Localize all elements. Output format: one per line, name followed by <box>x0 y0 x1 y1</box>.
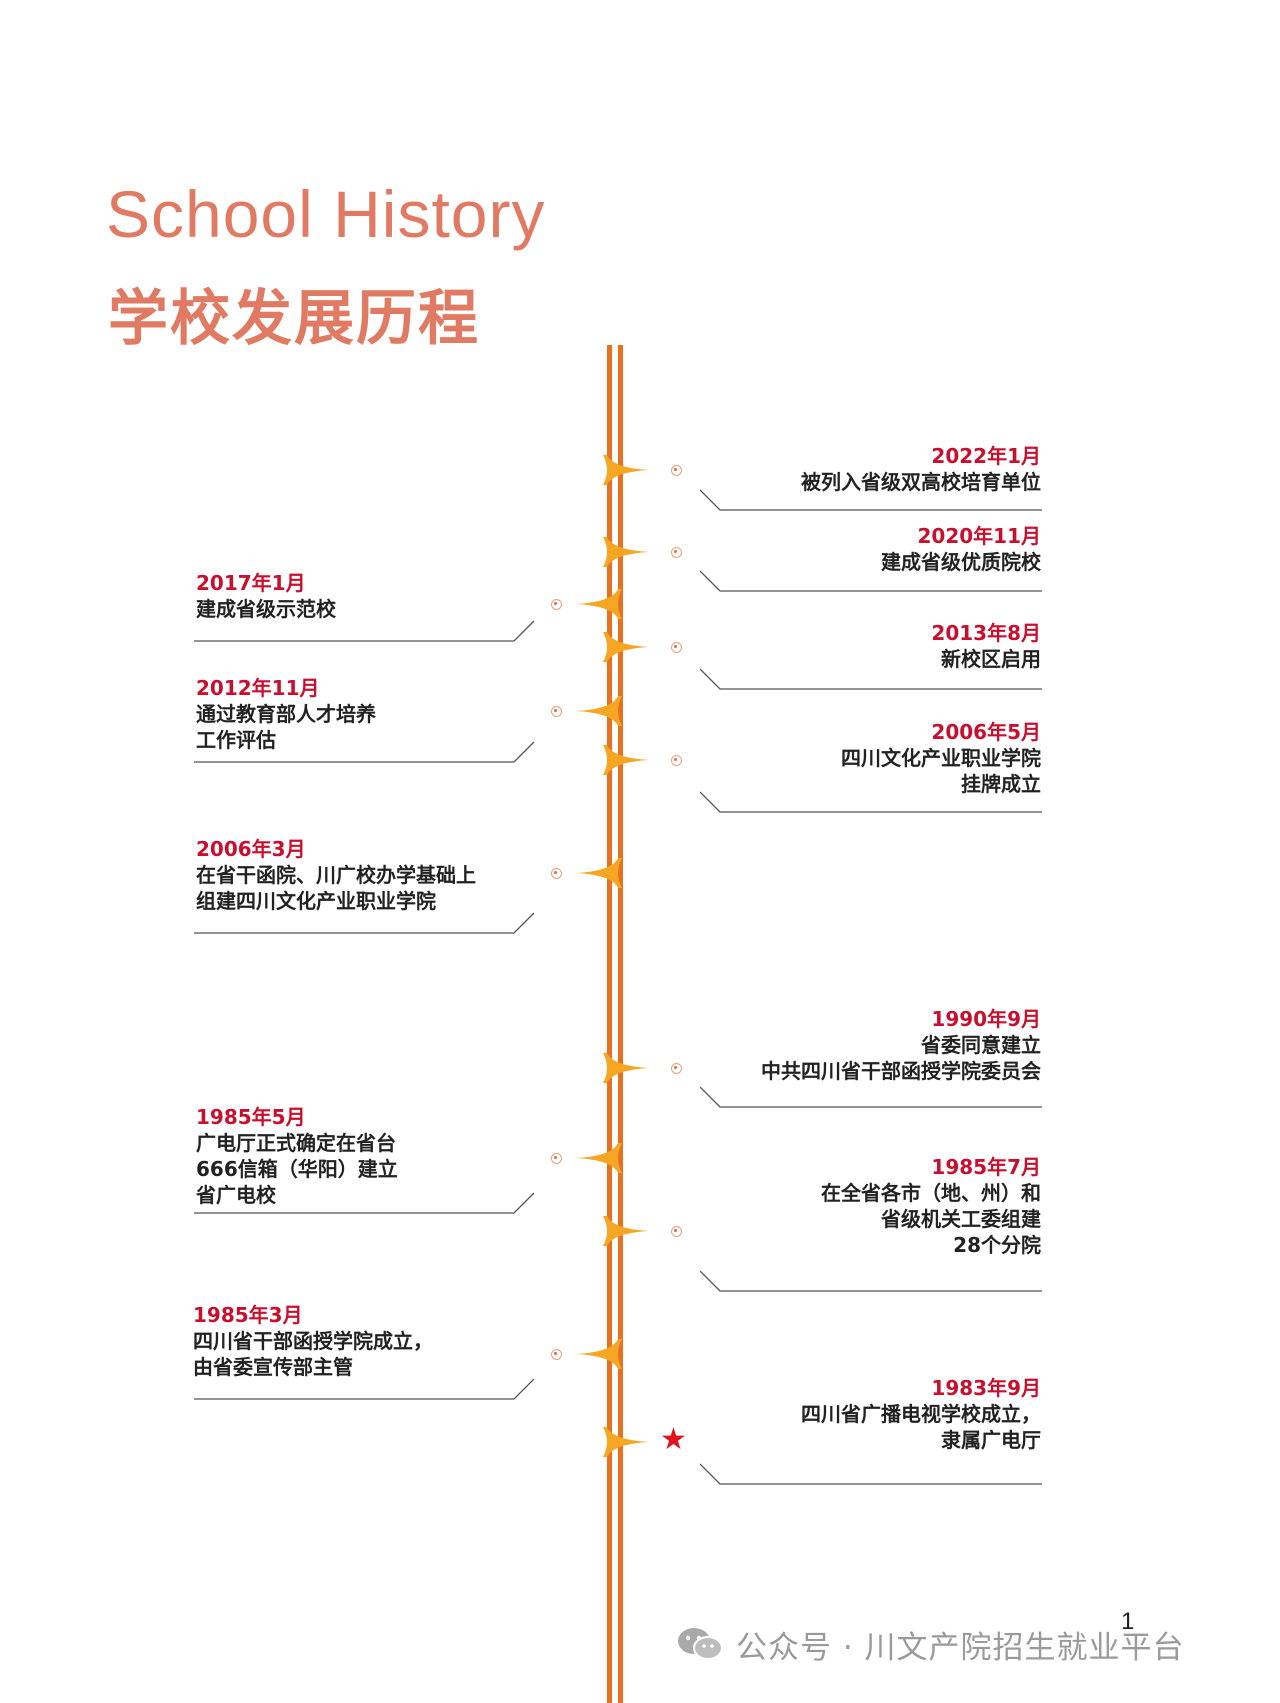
leader-line-2012-11 <box>194 740 538 764</box>
page-title-english: School History <box>106 177 546 251</box>
leader-line-2022-01 <box>700 488 1044 512</box>
footer: 公众号 · 川文产院招生就业平台 <box>676 1622 1185 1666</box>
dot-marker-2020-11 <box>670 546 682 558</box>
flag-marker-2013-08 <box>603 632 649 662</box>
event-date: 2006年5月 <box>931 720 1041 744</box>
event-description: 建成省级示范校 <box>196 597 336 621</box>
event-date: 1985年3月 <box>193 1303 303 1327</box>
dot-marker-1990-09 <box>670 1062 682 1074</box>
dot-marker-1985-03 <box>550 1348 562 1360</box>
flag-marker-1990-09 <box>603 1053 649 1083</box>
timeline-event-1985-03: 1985年3月 四川省干部函授学院成立， 由省委宣传部主管 <box>193 1302 533 1380</box>
timeline-axis-left-line <box>607 345 612 1703</box>
event-description: 四川文化产业职业学院 挂牌成立 <box>841 746 1041 796</box>
timeline-event-2006-05: 2006年5月 四川文化产业职业学院 挂牌成立 <box>700 719 1041 797</box>
timeline-event-1985-05: 1985年5月 广电厅正式确定在省台 666信箱（华阳）建立 省广电校 <box>196 1104 536 1208</box>
wechat-icon <box>678 1628 723 1660</box>
leader-line-1985-07 <box>700 1269 1044 1293</box>
timeline-event-1983-09: 1983年9月 四川省广播电视学校成立， 隶属广电厅 <box>700 1375 1041 1453</box>
event-date: 2017年1月 <box>196 571 306 595</box>
flag-marker-1985-07 <box>603 1216 649 1246</box>
footer-text: 公众号 · 川文产院招生就业平台 <box>736 1629 1185 1666</box>
event-date: 2006年3月 <box>196 837 306 861</box>
event-date: 1990年9月 <box>931 1007 1041 1031</box>
leader-line-1990-09 <box>700 1085 1044 1109</box>
timeline-event-2020-11: 2020年11月 建成省级优质院校 <box>700 523 1041 575</box>
event-date: 2020年11月 <box>917 524 1042 548</box>
dot-marker-2017-01 <box>550 598 562 610</box>
event-description: 广电厅正式确定在省台 666信箱（华阳）建立 省广电校 <box>196 1131 398 1207</box>
event-description: 四川省广播电视学校成立， 隶属广电厅 <box>801 1402 1041 1452</box>
dot-marker-2012-11 <box>550 705 562 717</box>
page-title-chinese: 学校发展历程 <box>108 284 480 354</box>
event-date: 1983年9月 <box>931 1376 1041 1400</box>
timeline-event-2017-01: 2017年1月 建成省级示范校 <box>196 570 536 622</box>
flag-marker-2020-11 <box>603 537 649 567</box>
dot-marker-1985-07 <box>670 1225 682 1237</box>
timeline-axis-right-line <box>618 345 623 1703</box>
flag-marker-2022-01 <box>603 455 649 485</box>
event-date: 1985年5月 <box>196 1105 306 1129</box>
timeline-event-2013-08: 2013年8月 新校区启用 <box>700 620 1041 672</box>
page-number: 1 <box>1121 1608 1135 1635</box>
flag-marker-2012-11 <box>576 696 622 726</box>
event-date: 2012年11月 <box>196 676 320 700</box>
timeline-event-1985-07: 1985年7月 在全省各市（地、州）和 省级机关工委组建 28个分院 <box>700 1154 1041 1258</box>
flag-marker-2017-01 <box>576 589 622 619</box>
timeline-event-1990-09: 1990年9月 省委同意建立 中共四川省干部函授学院委员会 <box>700 1006 1041 1084</box>
event-date: 1985年7月 <box>931 1155 1041 1179</box>
timeline-event-2012-11: 2012年11月 通过教育部人才培养 工作评估 <box>196 675 536 753</box>
event-description: 建成省级优质院校 <box>881 550 1041 574</box>
event-description: 省委同意建立 中共四川省干部函授学院委员会 <box>761 1033 1041 1083</box>
leader-line-1985-05 <box>194 1191 538 1215</box>
event-date: 2022年1月 <box>931 444 1041 468</box>
dot-marker-1985-05 <box>550 1152 562 1164</box>
flag-marker-1985-05 <box>576 1143 622 1173</box>
event-description: 被列入省级双高校培育单位 <box>801 470 1041 494</box>
leader-line-2020-11 <box>700 569 1044 593</box>
flag-marker-2006-05 <box>603 745 649 775</box>
dot-marker-2006-05 <box>670 754 682 766</box>
flag-marker-2006-03 <box>576 858 622 888</box>
event-description: 在全省各市（地、州）和 省级机关工委组建 28个分院 <box>821 1181 1041 1257</box>
event-date: 2013年8月 <box>931 621 1041 645</box>
flag-marker-1985-03 <box>576 1339 622 1369</box>
event-description: 在省干函院、川广校办学基础上 组建四川文化产业职业学院 <box>196 863 476 913</box>
timeline-event-2022-01: 2022年1月 被列入省级双高校培育单位 <box>700 443 1041 495</box>
leader-line-2017-01 <box>194 619 538 643</box>
leader-line-2006-03 <box>194 911 538 935</box>
leader-line-2006-05 <box>700 790 1044 814</box>
event-description: 新校区启用 <box>941 647 1041 671</box>
leader-line-1983-09 <box>700 1462 1044 1486</box>
flag-marker-1983-09 <box>603 1427 649 1457</box>
event-description: 四川省干部函授学院成立， 由省委宣传部主管 <box>193 1329 433 1379</box>
dot-marker-2013-08 <box>670 641 682 653</box>
timeline-event-2006-03: 2006年3月 在省干函院、川广校办学基础上 组建四川文化产业职业学院 <box>196 836 556 914</box>
event-description: 通过教育部人才培养 工作评估 <box>196 702 376 752</box>
dot-marker-2006-03 <box>550 867 562 879</box>
dot-marker-2022-01 <box>670 464 682 476</box>
star-icon: ★ <box>660 1422 687 1457</box>
leader-line-1985-03 <box>194 1377 538 1401</box>
leader-line-2013-08 <box>700 667 1044 691</box>
